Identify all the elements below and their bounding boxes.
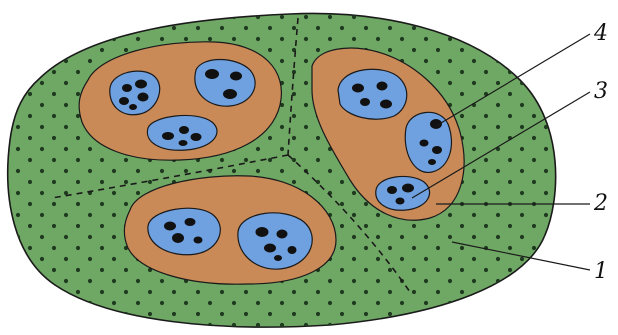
cluster-r-3 — [376, 176, 430, 210]
bundle-lower — [124, 176, 336, 284]
label-4: 4 — [593, 21, 608, 46]
label-2: 2 — [593, 191, 608, 216]
label-3: 3 — [594, 79, 608, 104]
label-1: 1 — [594, 259, 608, 284]
cluster-ul-3 — [147, 115, 217, 150]
cluster-r-1 — [338, 69, 407, 119]
